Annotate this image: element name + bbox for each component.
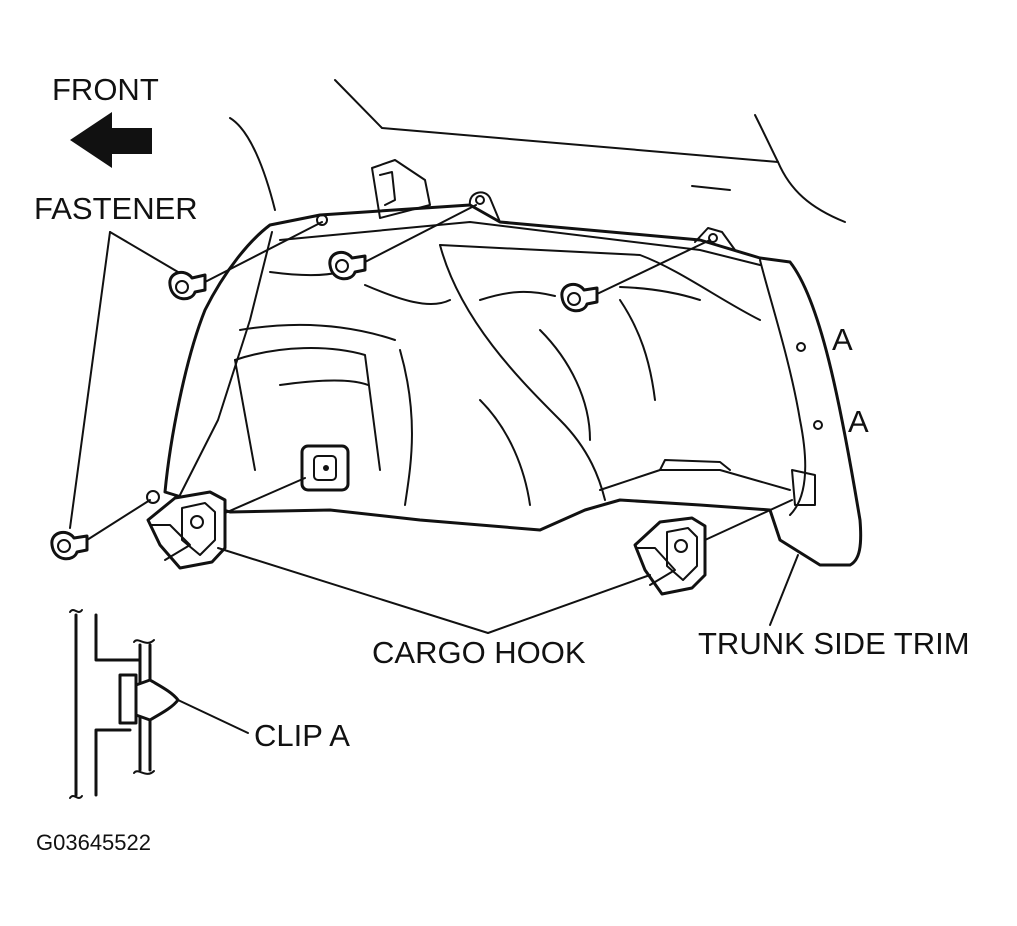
fastener-icon [168,221,323,301]
vehicle-body-outline [229,79,846,223]
trunk-side-trim-label: TRUNK SIDE TRIM [698,626,970,661]
cargo-hook-leader-lines [217,547,651,634]
clip-a-marker: A [832,322,853,357]
clip-a-marker: A [848,404,869,439]
clip-a-label: CLIP A [254,718,350,753]
fastener-icon [328,204,477,281]
fastener-icon [50,499,151,561]
fastener-icon [560,239,711,313]
cargo-hook-label: CARGO HOOK [372,635,586,670]
figure-id: G03645522 [36,830,151,855]
fastener-leader-lines [69,231,179,529]
fastener-label: FASTENER [34,191,198,226]
front-label: FRONT [52,72,159,107]
front-arrow-icon [70,112,152,168]
trunk-side-trim-leader [769,554,799,626]
trunk-side-trim-panel [146,191,863,567]
clip-a-detail [69,609,249,799]
cargo-hook-left [146,477,306,570]
cargo-hook-right [633,499,793,596]
